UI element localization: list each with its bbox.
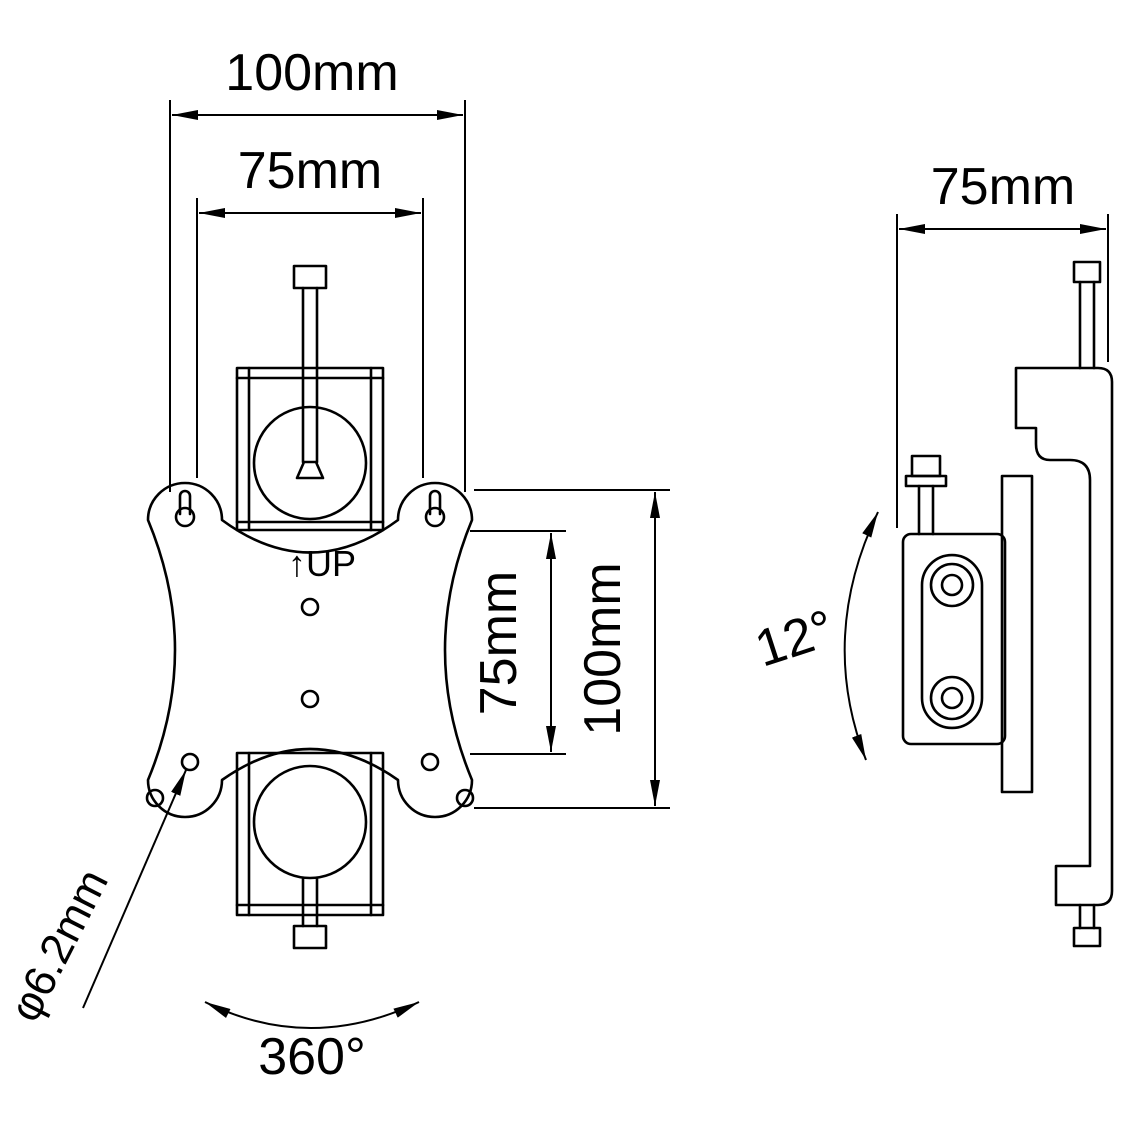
swivel-arc (204, 1001, 420, 1029)
screw-head (1072, 926, 1102, 948)
front-view: 100mm 75mm (0, 44, 670, 1086)
screw-head (292, 924, 328, 950)
keyhole-top-left (174, 506, 196, 528)
side-top-screw (1072, 260, 1102, 370)
dim-height-inner: 75mm (470, 530, 566, 755)
bottom-rail-assembly (235, 751, 385, 917)
bolt-upper (929, 562, 975, 608)
dim-label-100mm-width: 100mm (225, 44, 398, 102)
top-screw (292, 264, 328, 480)
dim-label-75mm-width: 75mm (238, 142, 382, 200)
plate-outline (146, 481, 474, 819)
keyhole-top-right (424, 506, 446, 528)
mount-hole-bottom-right-outer (455, 788, 475, 808)
mount-hole-bottom-left-outer (145, 788, 165, 808)
bracket-profile (1000, 366, 1114, 907)
tilt-mechanism (901, 454, 1007, 746)
dim-label-75mm-depth: 75mm (931, 158, 1075, 216)
rail-body (235, 751, 385, 917)
bolt-lower-socket (940, 686, 964, 710)
leader-line (82, 769, 187, 1009)
bolt-carrier (920, 553, 984, 730)
wall-plate-profile (1000, 474, 1034, 794)
vesa-plate: ↑UP (145, 481, 475, 819)
tilt-range: 12° (748, 511, 879, 761)
swivel-range: 360° (204, 1001, 420, 1086)
bolt-upper-socket (940, 573, 964, 597)
side-view: 75mm (748, 158, 1114, 948)
swivel-disc (252, 405, 368, 521)
screw-head (292, 264, 328, 290)
screw-head (1072, 260, 1102, 284)
rail-body (235, 366, 385, 532)
dim-label-100mm-height: 100mm (574, 562, 632, 735)
hole-diameter-label: φ6.2mm (0, 862, 118, 1029)
adjust-screw-washer (904, 474, 948, 488)
dim-depth: 75mm (896, 158, 1109, 528)
adjust-screw-head (910, 454, 942, 478)
bolt-lower (929, 675, 975, 721)
up-orientation-label: ↑UP (288, 543, 356, 584)
center-hole-upper (300, 597, 320, 617)
dim-width-inner: 75mm (196, 142, 424, 478)
bottom-screw (292, 876, 328, 950)
keyhole-slot-top-left (178, 489, 192, 516)
tilt-arc (843, 511, 879, 761)
dim-width-outer: 100mm (169, 44, 466, 492)
swivel-disc (252, 764, 368, 880)
screw-tip (295, 460, 325, 480)
mechanism-plate (901, 532, 1007, 746)
mount-hole-bottom-right-inner (420, 752, 440, 772)
dim-label-75mm-height: 75mm (470, 571, 528, 715)
hole-diameter-callout: φ6.2mm (0, 769, 187, 1029)
bracket-outline (1014, 366, 1114, 907)
top-rail-assembly (235, 366, 385, 532)
center-hole-lower (300, 689, 320, 709)
tilt-label: 12° (748, 599, 841, 678)
dim-height-outer: 100mm (474, 489, 670, 809)
keyhole-slot-top-right (428, 489, 442, 516)
swivel-label: 360° (258, 1028, 366, 1086)
side-bottom-screw (1072, 903, 1102, 948)
mount-hole-bottom-left-inner (180, 752, 200, 772)
